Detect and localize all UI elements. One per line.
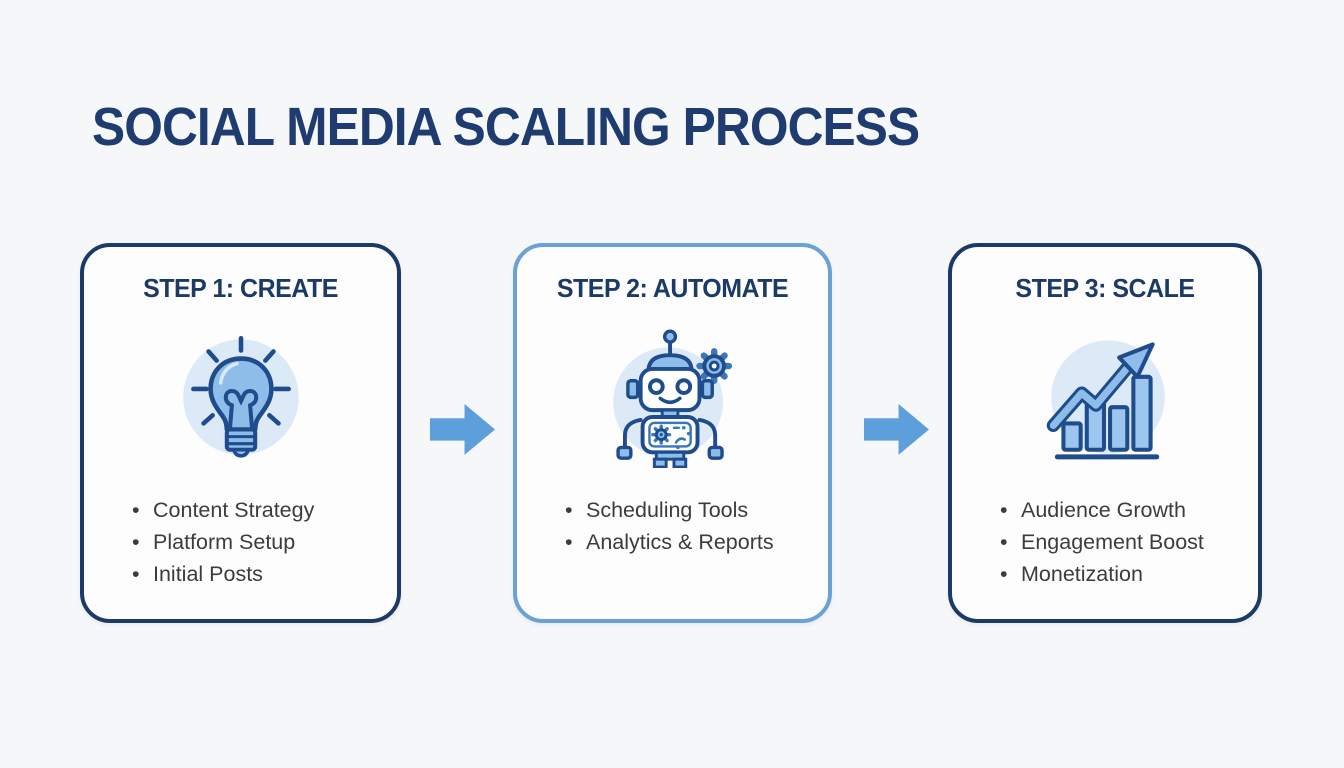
bullet-item: Scheduling Tools	[565, 494, 828, 526]
flow-arrow-icon	[430, 401, 495, 458]
bullet-item: Monetization	[1000, 558, 1258, 590]
growth-chart-icon	[952, 316, 1258, 468]
robot-icon	[517, 316, 828, 468]
step-3-heading: STEP 3: SCALE	[1015, 273, 1195, 303]
step-card-scale: STEP 3: SCALE Audience Growth	[948, 243, 1262, 623]
step-card-automate: STEP 2: AUTOMATE	[513, 243, 832, 623]
step-2-bullets: Scheduling Tools Analytics & Reports	[517, 494, 828, 558]
step-2-heading: STEP 2: AUTOMATE	[556, 273, 789, 303]
step-card-create: STEP 1: CREATE	[80, 243, 401, 623]
bullet-item: Analytics & Reports	[565, 526, 828, 558]
bullet-item: Platform Setup	[132, 526, 397, 558]
lightbulb-icon	[84, 316, 397, 468]
page-title: SOCIAL MEDIA SCALING PROCESS	[92, 97, 920, 157]
bullet-item: Initial Posts	[132, 558, 397, 590]
step-1-bullets: Content Strategy Platform Setup Initial …	[84, 494, 397, 590]
bullet-item: Content Strategy	[132, 494, 397, 526]
flow-arrow-icon	[864, 401, 929, 458]
step-1-heading: STEP 1: CREATE	[143, 273, 338, 303]
step-3-bullets: Audience Growth Engagement Boost Monetiz…	[952, 494, 1258, 590]
bullet-item: Engagement Boost	[1000, 526, 1258, 558]
bullet-item: Audience Growth	[1000, 494, 1258, 526]
